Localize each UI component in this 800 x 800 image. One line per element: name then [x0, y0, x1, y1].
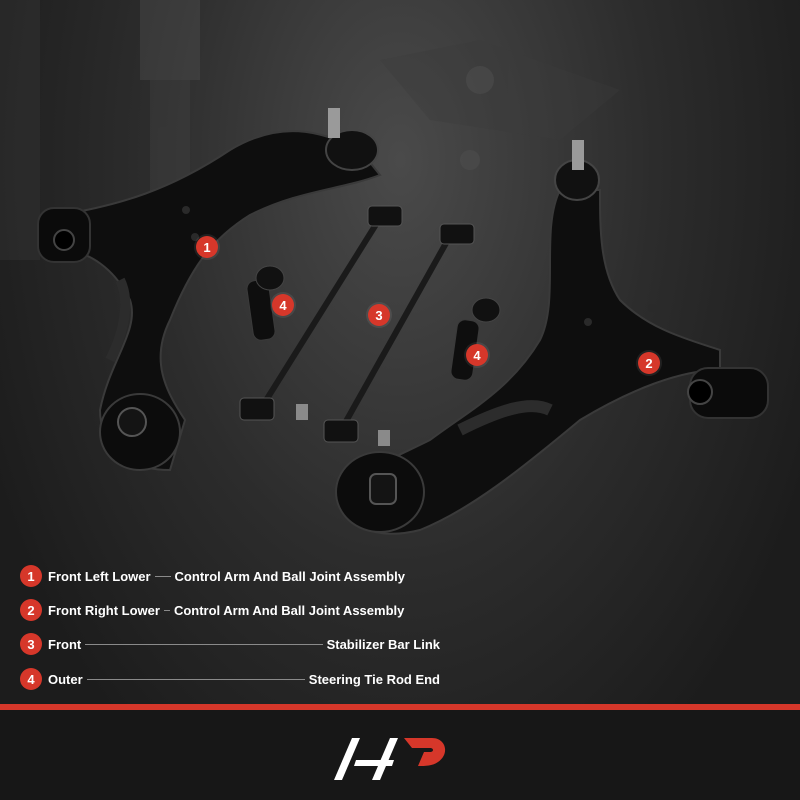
legend-right-text: Steering Tie Rod End — [308, 671, 440, 687]
legend-left-text: Front Left Lower — [48, 568, 151, 584]
leader-line — [163, 609, 170, 611]
leader-line — [86, 678, 305, 680]
legend-number: 3 — [20, 633, 42, 655]
legend-right-text: Control Arm And Ball Joint Assembly — [174, 568, 405, 584]
stabilizer-bar-links — [239, 205, 475, 446]
callout-3: 3 — [368, 304, 390, 326]
accent-divider — [0, 704, 800, 710]
right-control-arm — [335, 140, 769, 535]
legend-left-text: Front — [48, 636, 82, 652]
legend-right-text: Stabilizer Bar Link — [326, 636, 440, 652]
leader-line — [154, 575, 171, 577]
leader-line — [85, 643, 323, 645]
brand-logo-icon — [334, 738, 446, 780]
left-control-arm — [37, 108, 382, 472]
legend-right-text: Control Arm And Ball Joint Assembly — [173, 602, 405, 618]
callout-4b: 4 — [466, 344, 488, 366]
callout-4a: 4 — [272, 294, 294, 316]
legend-row-1: 1 Front Left Lower Control Arm And Ball … — [20, 564, 440, 588]
legend-row-4: 4 Outer Steering Tie Rod End — [20, 667, 440, 691]
legend-number: 2 — [20, 599, 42, 621]
parts-photo — [0, 0, 769, 535]
legend-number: 1 — [20, 565, 42, 587]
legend-left-text: Front Right Lower — [48, 602, 160, 618]
legend-row-2: 2 Front Right Lower Control Arm And Ball… — [20, 598, 440, 622]
legend-left-text: Outer — [48, 671, 83, 687]
callout-1: 1 — [196, 236, 218, 258]
footer-band — [0, 710, 800, 800]
tie-rod-ends — [246, 265, 501, 381]
background-strut — [0, 0, 620, 260]
callout-2: 2 — [638, 352, 660, 374]
legend-row-3: 3 Front Stabilizer Bar Link — [20, 632, 440, 656]
legend-number: 4 — [20, 668, 42, 690]
